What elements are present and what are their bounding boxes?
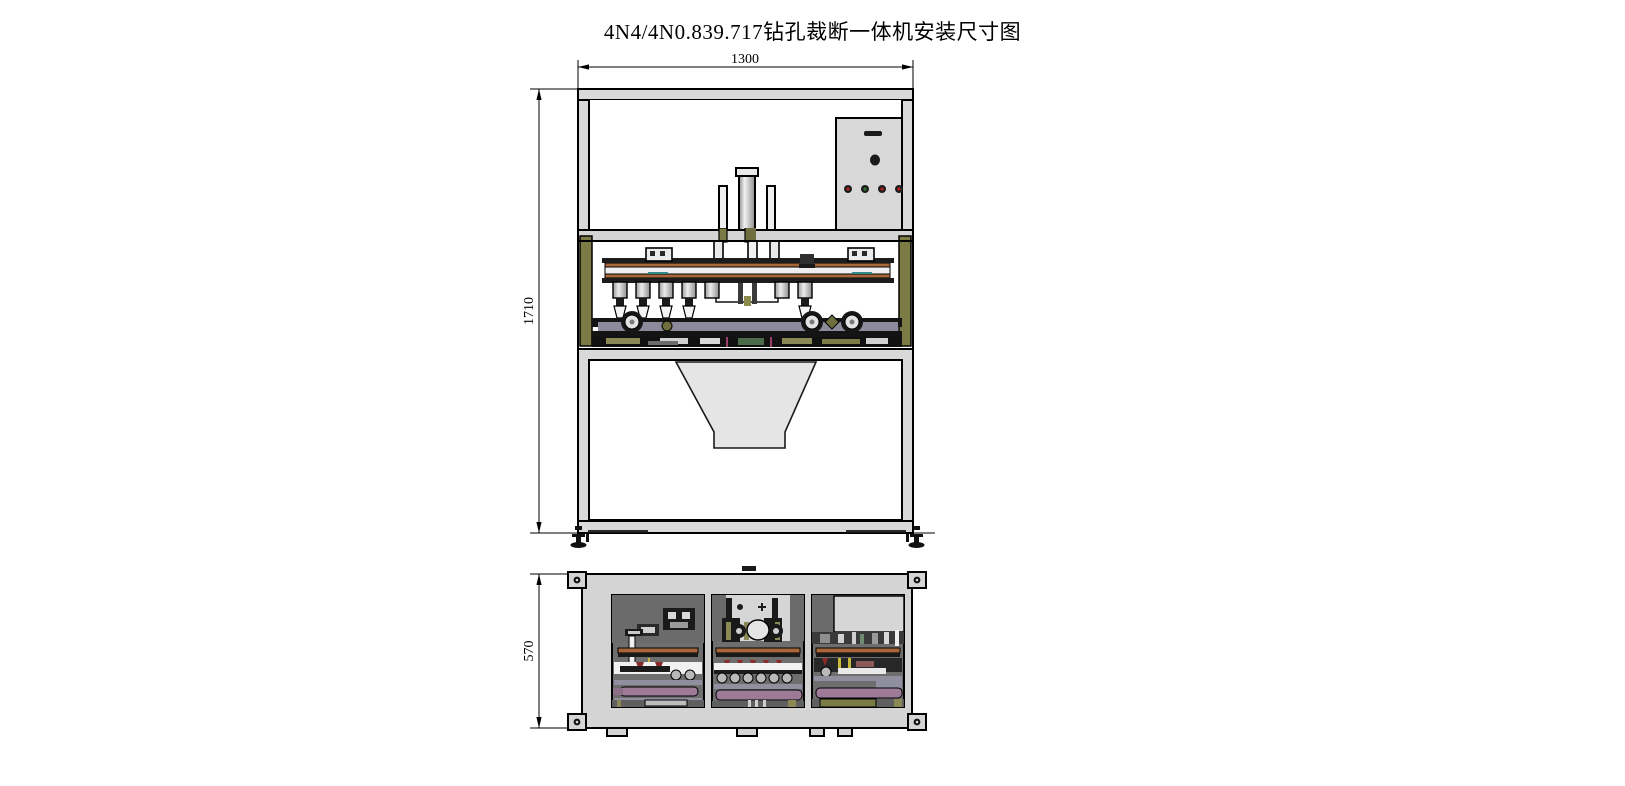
lower-cabinet xyxy=(577,348,914,527)
mounting-brackets xyxy=(567,571,927,731)
operator-control-panel[interactable] xyxy=(835,117,903,233)
drilling-cutting-mechanism xyxy=(578,228,913,348)
front-elevation-view xyxy=(530,88,935,548)
leveling-feet xyxy=(570,526,925,548)
plan-top-tab xyxy=(742,566,756,571)
plan-cell-left xyxy=(611,594,705,708)
display-slot xyxy=(864,131,882,136)
right-olive-post xyxy=(898,235,912,347)
page-title: 4N4/4N0.839.717钻孔裁断一体机安装尺寸图 xyxy=(603,20,1022,44)
dimension-height-1710: 1710 xyxy=(522,88,580,534)
plan-cell-center xyxy=(711,594,805,708)
scrap-hopper xyxy=(674,361,818,449)
upper-left-upright xyxy=(577,99,590,232)
copper-rail-upper xyxy=(604,262,891,268)
motor-housings xyxy=(645,247,875,268)
conveyor-pulleys xyxy=(621,311,863,333)
conveyor-rail xyxy=(598,322,898,332)
copper-rail-lower xyxy=(604,273,891,279)
plan-cell-right xyxy=(811,594,905,708)
dimension-height-label: 1710 xyxy=(522,297,537,325)
panel-button-row[interactable] xyxy=(844,185,903,193)
top-beam xyxy=(577,88,914,101)
dimension-width-label: 1300 xyxy=(731,52,759,67)
plan-bottom-feet xyxy=(606,727,853,737)
spindle-row xyxy=(612,281,813,319)
dimension-depth-570: 570 xyxy=(522,573,582,729)
selector-knob[interactable] xyxy=(870,154,880,166)
upper-right-upright xyxy=(901,99,914,232)
left-olive-post xyxy=(579,235,593,347)
dimension-width-1300: 1300 xyxy=(577,52,914,92)
plan-view xyxy=(567,566,927,737)
dimension-depth-label: 570 xyxy=(522,641,537,662)
